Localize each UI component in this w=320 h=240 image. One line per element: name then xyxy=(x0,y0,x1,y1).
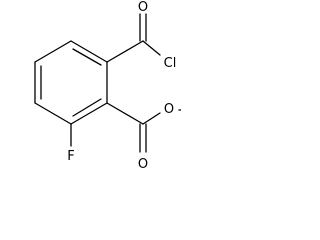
acyl-chloride-group: O Cl xyxy=(106,0,177,71)
methyl-ester-group: O O xyxy=(106,102,181,172)
benzene-ring xyxy=(34,40,108,125)
ring-bond-6 xyxy=(34,40,72,63)
ring-double-bond-inner-1 xyxy=(72,48,102,66)
chemical-structure: O Cl O O F xyxy=(34,0,181,172)
ring-bond-4 xyxy=(34,102,72,125)
ring-bond-3 xyxy=(70,102,108,125)
ring-double-bond-inner-2 xyxy=(72,98,102,117)
ring-bond-1 xyxy=(70,40,108,63)
ring-to-acyl-carbon-bond xyxy=(106,40,144,63)
ester-carbonyl-oxygen-label: O xyxy=(138,157,148,172)
ester-carbon-to-oxygen-bond xyxy=(142,112,161,125)
fluorine-substituent: F xyxy=(67,123,75,164)
ester-oxygen-label: O xyxy=(164,102,174,117)
fluorine-label: F xyxy=(67,149,74,164)
ring-to-ester-carbon-bond xyxy=(106,102,144,125)
acyl-oxygen-label: O xyxy=(138,0,148,15)
chlorine-label: Cl xyxy=(164,56,177,71)
acyl-chlorine-bond xyxy=(142,40,161,56)
